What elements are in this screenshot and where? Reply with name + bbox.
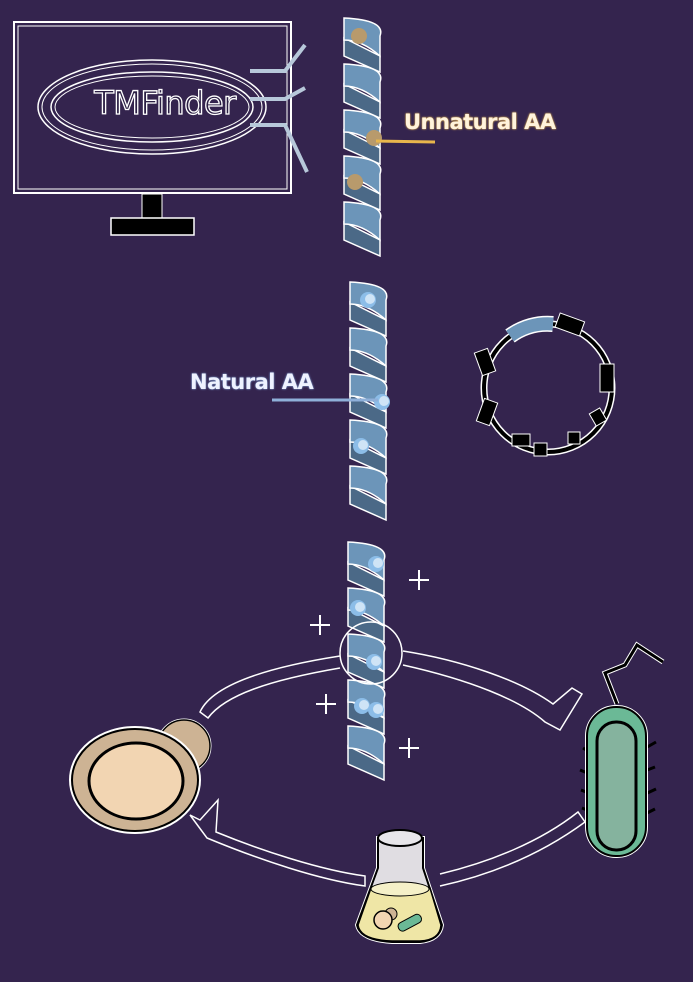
unnatural-aa-pointer — [375, 139, 436, 144]
helix-back-band — [349, 300, 387, 338]
unnatural-aa-label: Unnatural AA — [404, 110, 556, 134]
amino-acid-highlight — [359, 700, 369, 710]
helix-middle — [349, 281, 390, 522]
cycle-arrows — [189, 650, 587, 887]
helix-back-band — [343, 36, 381, 74]
yeast-cell-icon — [69, 718, 212, 834]
helix-front-band — [347, 725, 386, 766]
plasmid-icon — [473, 312, 616, 457]
helix-front-band — [349, 327, 388, 368]
helix-back-band — [349, 346, 387, 384]
helix-back-band — [343, 220, 381, 258]
bacterium-icon — [579, 641, 665, 858]
computer-monitor-icon — [13, 21, 292, 236]
amino-acid-dot — [366, 130, 382, 146]
helix-front-band — [343, 201, 382, 242]
helix-ring — [339, 621, 403, 685]
connector-lines — [250, 43, 309, 173]
plus-icon — [310, 615, 330, 635]
tmfinder-logo-text: TMFinder — [94, 83, 237, 122]
culture-flask-icon — [354, 829, 445, 944]
amino-acid-highlight — [358, 440, 368, 450]
plus-icon — [310, 570, 429, 758]
helix-top — [343, 17, 382, 258]
helix-back-band — [343, 82, 381, 120]
amino-acid-dot — [347, 174, 363, 190]
helix-back-band — [347, 744, 385, 782]
amino-acid-dot — [351, 28, 367, 44]
plus-icon — [399, 738, 419, 758]
natural-aa-label: Natural AA — [190, 370, 314, 394]
helix-back-band — [347, 606, 385, 644]
helix-back-band — [347, 560, 385, 598]
helix-front-band — [349, 465, 388, 506]
plus-icon — [409, 570, 429, 590]
amino-acid-highlight — [373, 704, 383, 714]
amino-acid-highlight — [373, 558, 383, 568]
amino-acid-highlight — [371, 656, 381, 666]
helix-front-band — [343, 63, 382, 104]
amino-acid-highlight — [365, 294, 375, 304]
helix-bottom — [347, 541, 386, 782]
plus-icon — [316, 694, 336, 714]
helix-back-band — [349, 484, 387, 522]
helix-back-band — [349, 392, 387, 430]
amino-acid-highlight — [379, 396, 389, 406]
amino-acid-highlight — [355, 602, 365, 612]
